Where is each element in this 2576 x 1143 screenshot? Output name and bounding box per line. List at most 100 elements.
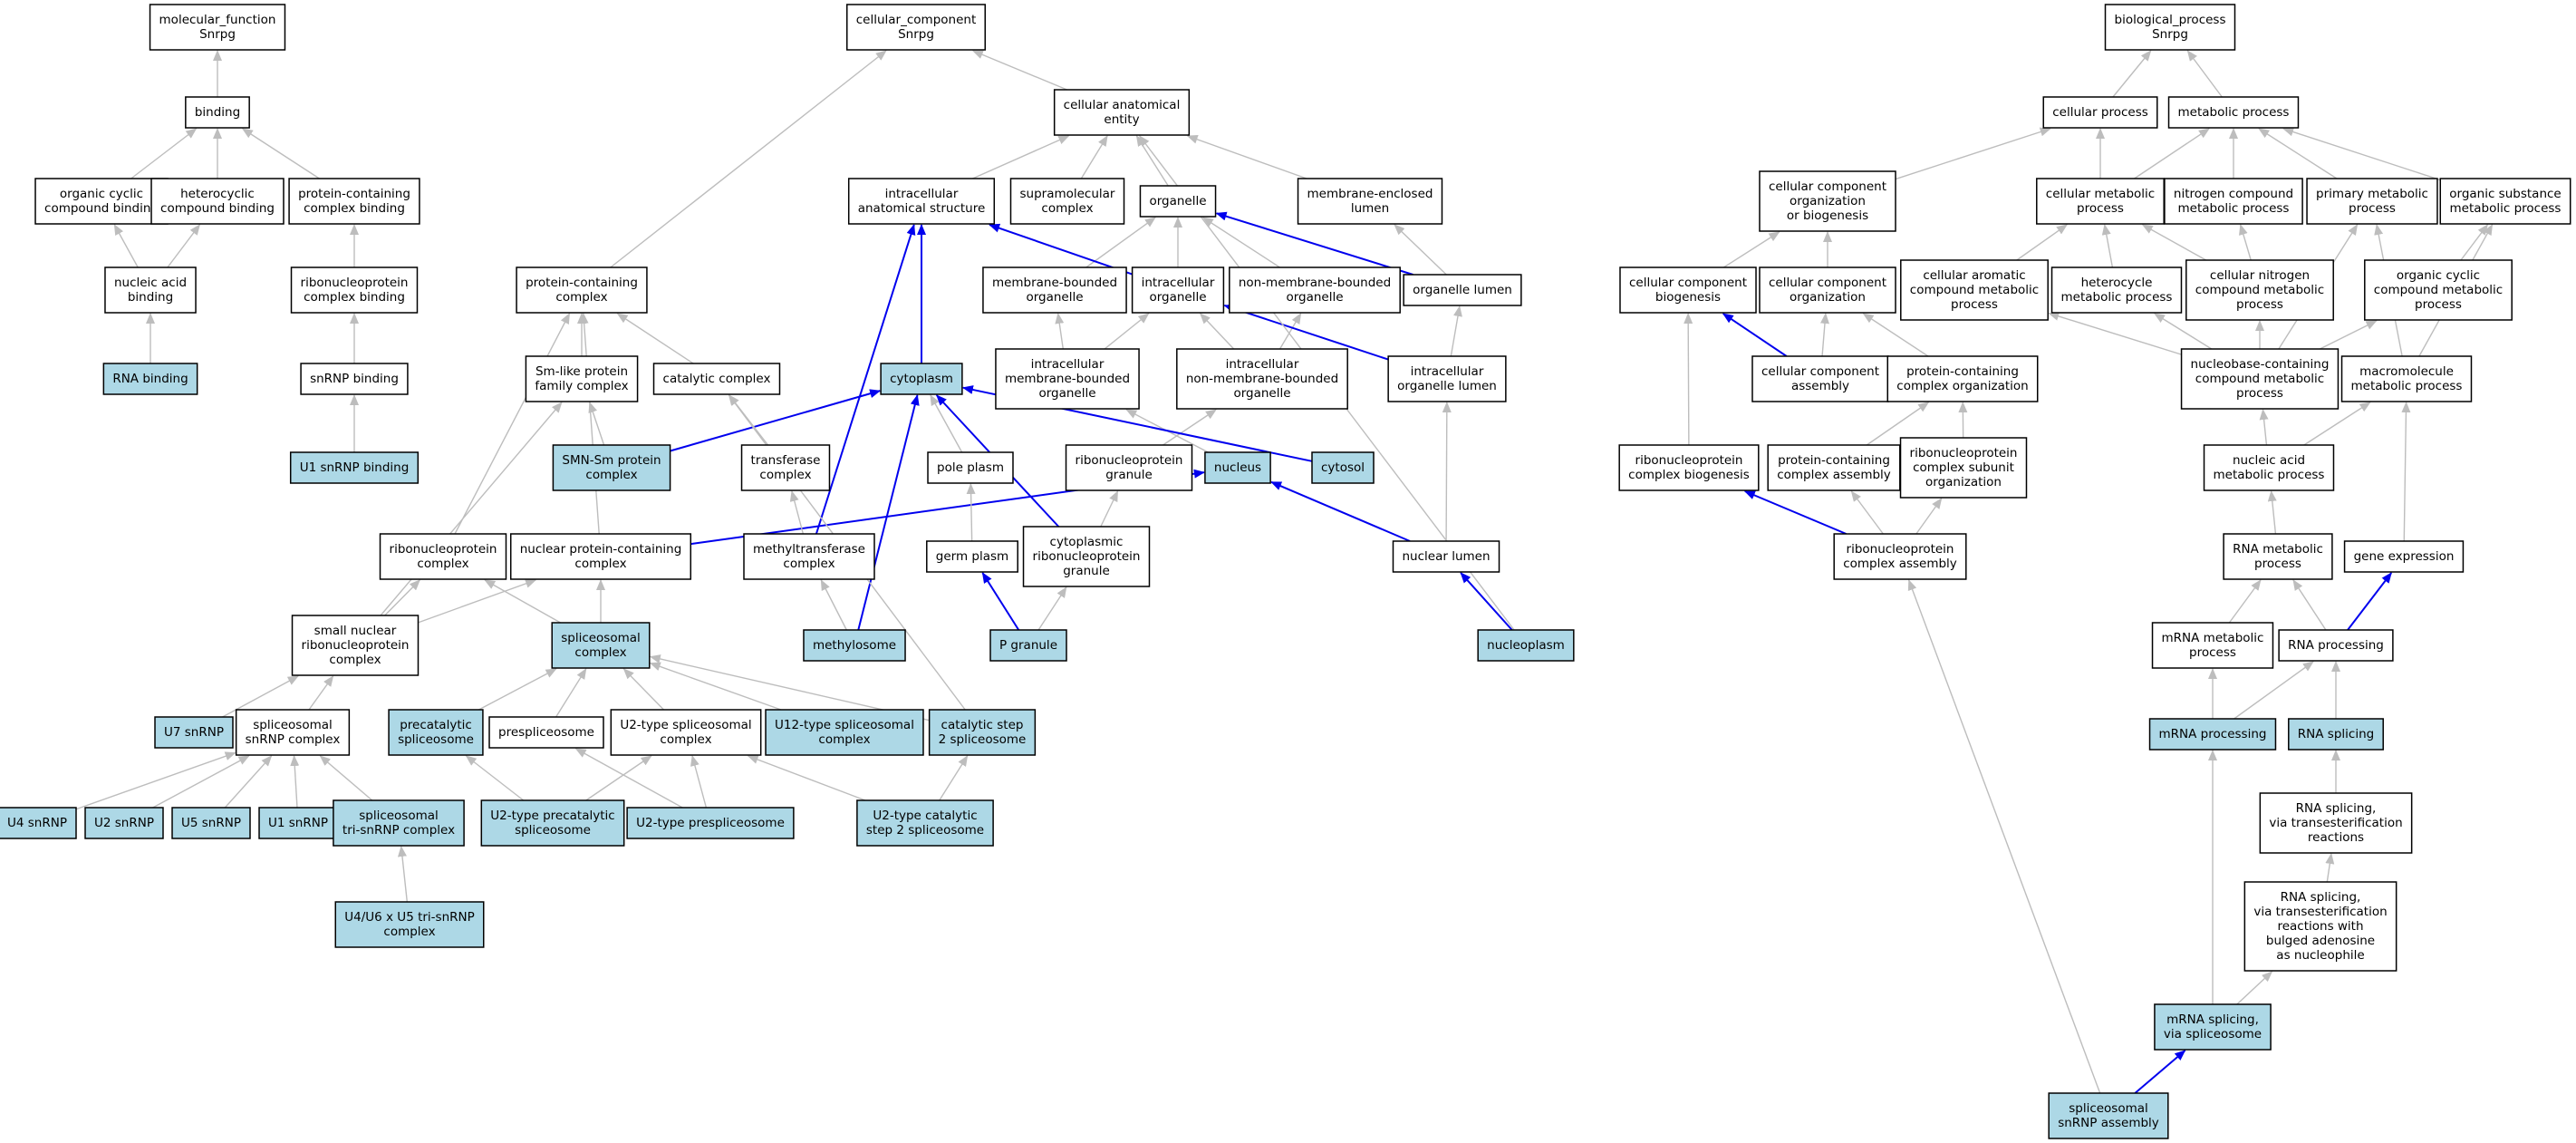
node-box [509,533,692,580]
go-term-node: RNA splicing [2288,718,2384,751]
edge-blue-arrow [2347,572,2393,631]
node-label-line: tri-snRNP complex [343,823,455,838]
node-label: mRNA splicing,via spliceosome [2164,1012,2262,1041]
node-label-line: process [2236,386,2283,401]
node-label-line: intracellular [1031,357,1105,372]
node-label-line: compound binding [160,201,275,216]
node-label-line: step 2 spliceosome [866,823,984,838]
edge-arrow [1866,402,1930,446]
node-label-line: via spliceosome [2164,1027,2262,1041]
edge-blue-arrow [670,389,882,452]
node-label-line: via transesterification [2269,816,2402,830]
edge-arrow [1278,313,1302,350]
edge-arrow [1895,127,2051,180]
node-box-highlighted [480,799,625,847]
node-box-highlighted [0,807,77,839]
node-label-line: spliceosomal [2069,1101,2148,1116]
node-box [34,178,169,225]
node-box-highlighted [388,709,484,756]
node-box [1297,178,1443,225]
edge-blue-arrow [1722,313,1788,357]
go-term-node: U4 snRNP [0,807,77,839]
node-box [2151,622,2274,669]
node-label-line: mRNA metabolic [2162,631,2264,645]
edge-arrow [465,755,525,801]
node-label-line: intracellular [1226,357,1299,372]
node-box [149,4,286,51]
edge-arrow [616,313,694,364]
node-box [525,355,639,402]
node-label-line: Snrpg [898,27,934,42]
edge-blue-arrow [1270,480,1411,542]
edge-arrow [1819,313,1829,357]
node-box-highlighted [258,807,338,839]
edge-arrow [2112,50,2152,98]
node-label-line: germ plasm [936,549,1008,564]
node-box [2439,178,2571,225]
node-label-line: non-membrane-bounded [1239,276,1391,290]
node-label-line: prespliceosome [498,725,594,740]
node-label-line: cytoplasmic [1050,535,1124,549]
node-label: U1 snRNP binding [300,460,410,475]
edge-arrow [610,50,887,268]
node-label-line: organelle [1038,386,1095,401]
node-label-line: Snrpg [199,27,236,42]
edge-arrow [1055,313,1065,350]
edge-arrow [1722,231,1780,268]
edge-blue-arrow [981,572,1020,631]
edge-arrow [1100,490,1119,528]
edge-arrow [555,668,587,718]
node-label-line: primary metabolic [2316,187,2428,201]
edge-arrow [290,755,300,809]
go-term-node: U1 snRNP binding [289,451,420,484]
node-label-line: process [2077,201,2124,216]
node-box [2243,881,2398,972]
node-label-line: complex biogenesis [1628,468,1750,482]
node-label-line: U4 snRNP [7,816,67,830]
edge-arrow [2141,224,2207,261]
node-box [1053,89,1191,136]
node-label-line: ribonucleoprotein [1033,549,1141,564]
node-box [2164,178,2303,225]
go-term-node: RNA processing [2278,629,2394,662]
edge-arrow [789,490,805,535]
edge-arrow [2320,320,2378,350]
node-label-line: complex [759,468,811,482]
edge-arrow [585,755,652,801]
edge-arrow [454,313,571,535]
node-label-line: spliceosomal [253,718,333,732]
node-box-highlighted [989,629,1067,662]
edge-arrow [1684,313,1693,446]
node-label: cytosol [1321,460,1365,475]
node-label-line: U2-type spliceosomal [620,718,751,732]
edge-blue-arrow [1460,572,1513,631]
edge-blue-arrow [815,224,916,535]
edge-arrow [1135,135,1169,187]
node-label-line: complex [417,557,468,571]
node-label-line: heterocycle [2081,276,2153,290]
node-label-line: complex [574,645,626,660]
edge-arrow [2134,128,2210,179]
